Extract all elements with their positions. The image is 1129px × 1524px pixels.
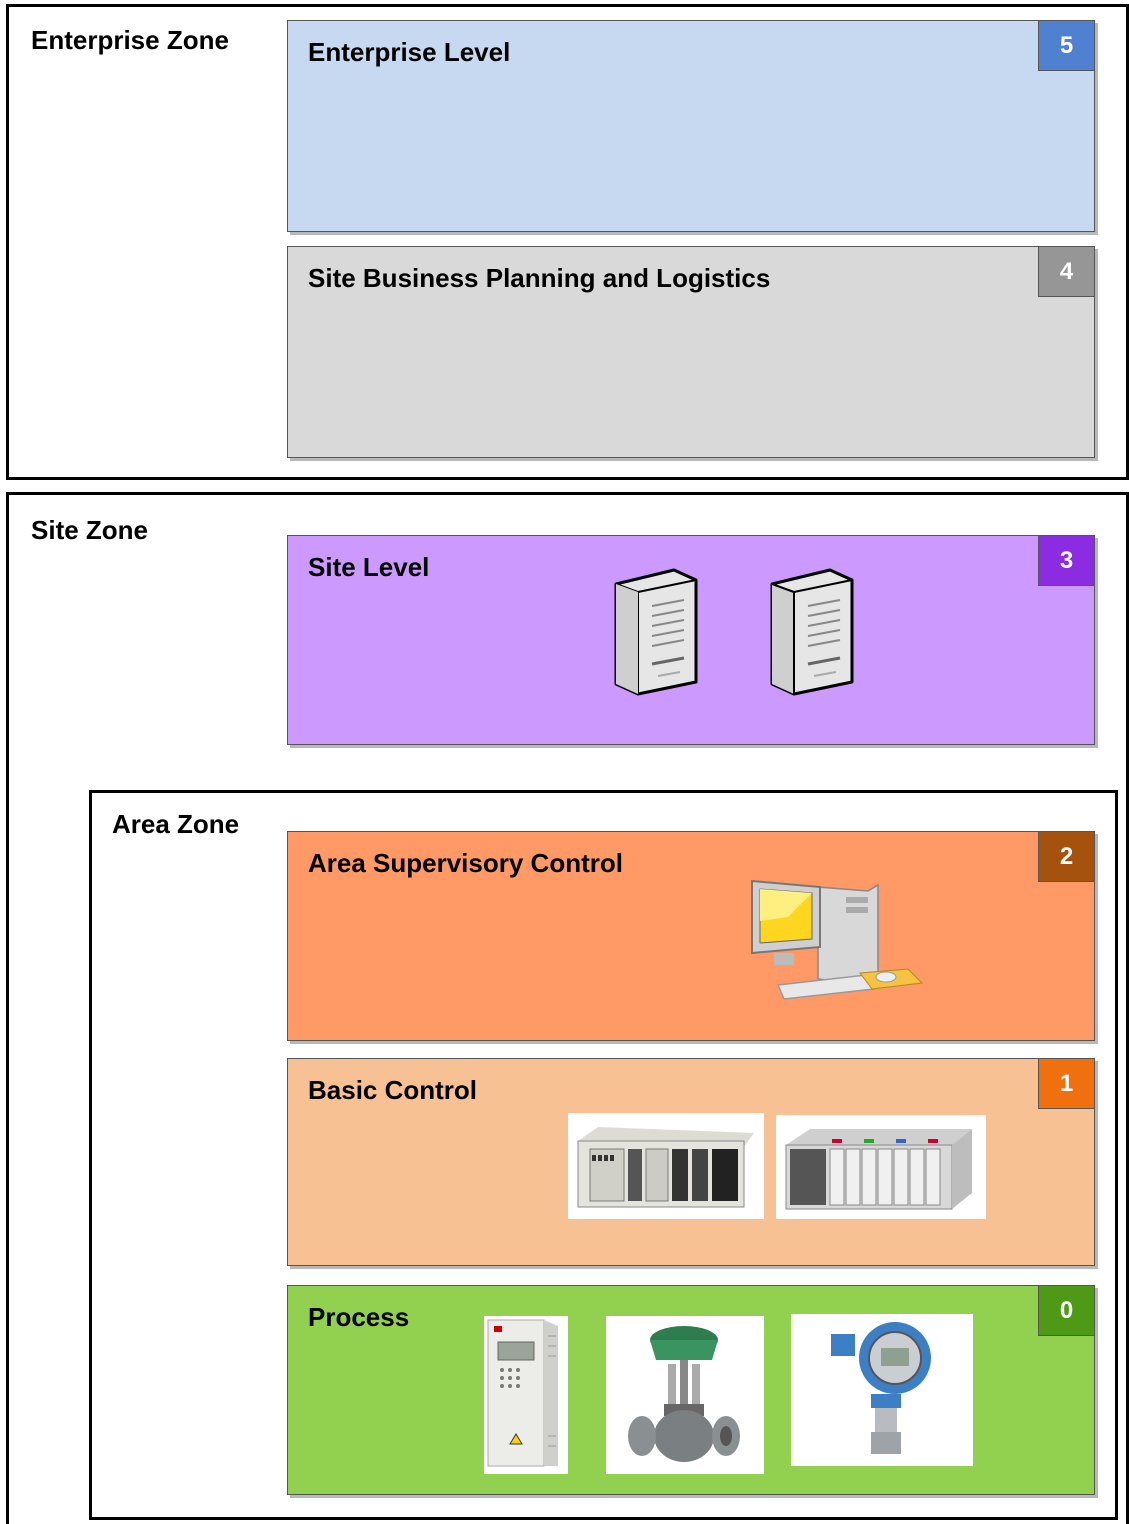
area-zone-label: Area Zone [112,809,240,839]
level-3-site: Site Level 3 [287,535,1095,745]
level-number-badge: 2 [1038,832,1094,882]
level-title: Process [308,1302,410,1332]
level-1-basic-control: Basic Control 1 [287,1058,1095,1266]
plc-rack-icon [568,1113,764,1219]
control-valve-icon [606,1316,764,1474]
server-icon [608,566,700,696]
plc-rack-icon [776,1115,986,1219]
level-5-enterprise: Enterprise Level 5 [287,20,1095,232]
level-title: Site Level [308,552,430,582]
level-number-badge: 1 [1038,1059,1094,1109]
site-zone-label: Site Zone [31,515,149,545]
variable-frequency-drive-icon [484,1316,568,1474]
level-title: Enterprise Level [308,37,511,67]
level-4-site-business: Site Business Planning and Logistics 4 [287,246,1095,458]
pressure-transmitter-icon [791,1314,973,1466]
level-2-area-supervisory: Area Supervisory Control 2 [287,831,1095,1041]
level-title: Basic Control [308,1075,478,1105]
server-icon [764,566,856,696]
level-title: Site Business Planning and Logistics [308,263,771,293]
level-title: Area Supervisory Control [308,848,623,878]
level-0-process: Process 0 [287,1285,1095,1495]
level-number-badge: 4 [1038,247,1094,297]
level-number-badge: 3 [1038,536,1094,586]
enterprise-zone-label: Enterprise Zone [31,25,229,55]
level-number-badge: 0 [1038,1286,1094,1336]
workstation-icon [748,877,928,1007]
level-number-badge: 5 [1038,21,1094,71]
